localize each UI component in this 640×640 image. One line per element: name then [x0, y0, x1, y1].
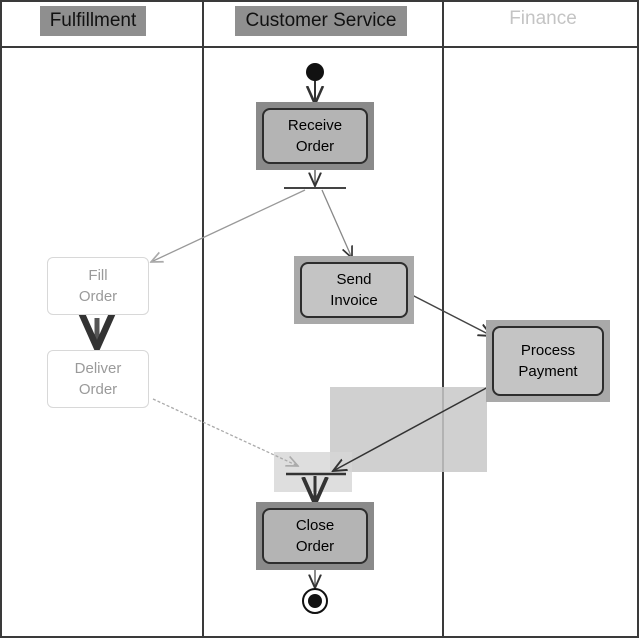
join-overlay — [274, 452, 352, 492]
lane-title-fulfillment: Fulfillment — [40, 6, 146, 36]
activity-fill-order[interactable]: Fill Order — [47, 257, 149, 315]
flow-deliver-to-join — [152, 398, 298, 466]
activity-deliver-order[interactable]: Deliver Order — [47, 350, 149, 408]
activity-close-order[interactable]: Close Order — [256, 502, 374, 570]
flow-payment-to-join — [333, 385, 491, 471]
final-node-dot — [308, 594, 322, 608]
activity-label: Receive Order — [287, 117, 343, 155]
flow-fork-to-fill — [151, 189, 306, 262]
activity-label: Deliver Order — [74, 360, 122, 398]
flow-fork-to-invoice — [321, 189, 352, 258]
flow-invoice-to-payment — [409, 293, 492, 336]
activity-send-invoice[interactable]: Send Invoice — [294, 256, 414, 324]
lane-title-finance: Finance — [509, 8, 577, 29]
activity-label: Close Order — [295, 517, 335, 555]
activity-label: Fill Order — [78, 267, 118, 305]
activity-label: Process Payment — [518, 342, 578, 380]
activity-label: Send Invoice — [330, 271, 378, 309]
activity-process-payment[interactable]: Process Payment — [486, 320, 610, 402]
activity-receive-order[interactable]: Receive Order — [256, 102, 374, 170]
initial-node — [306, 63, 324, 81]
lane-title-customer-service: Customer Service — [235, 6, 407, 36]
